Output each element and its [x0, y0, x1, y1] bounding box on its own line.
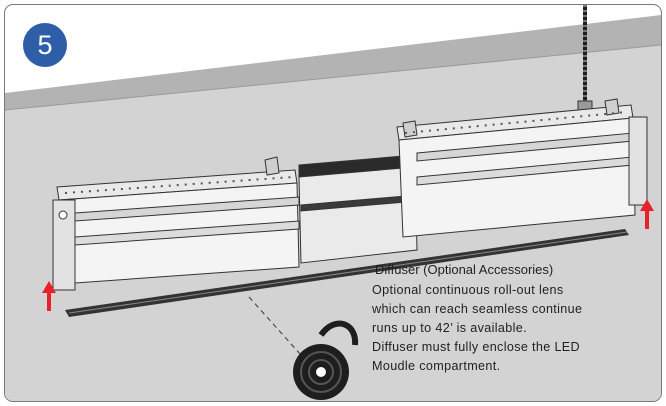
left-housing — [52, 156, 300, 291]
lens-roll-icon — [293, 320, 359, 400]
caption-line: runs up to 42’ is available. — [372, 321, 527, 335]
right-housing — [396, 98, 648, 238]
caption-title: Diffuser (Optional Accessories) — [375, 262, 554, 277]
step-number-badge: 5 — [23, 23, 67, 67]
up-arrow-icon — [42, 281, 56, 311]
ceiling — [5, 15, 661, 110]
up-arrow-icon — [640, 199, 654, 229]
installation-diagram — [5, 5, 661, 401]
diffuser-caption: Diffuser (Optional Accessories) Optional… — [371, 261, 653, 376]
caption-line: Diffuser must fully enclose the LED — [372, 340, 581, 354]
suspension-cable — [577, 5, 593, 112]
instruction-panel: 5 Diffuser (Optional Accessories) Option… — [4, 4, 662, 402]
leader-line — [248, 296, 302, 356]
diffuser-lens — [65, 229, 629, 317]
joint-connector — [298, 154, 418, 264]
caption-line: Optional continuous roll-out lens — [372, 283, 564, 297]
caption-line: Moudle compartment. — [372, 359, 501, 373]
caption-line: which can reach seamless continue — [372, 302, 583, 316]
